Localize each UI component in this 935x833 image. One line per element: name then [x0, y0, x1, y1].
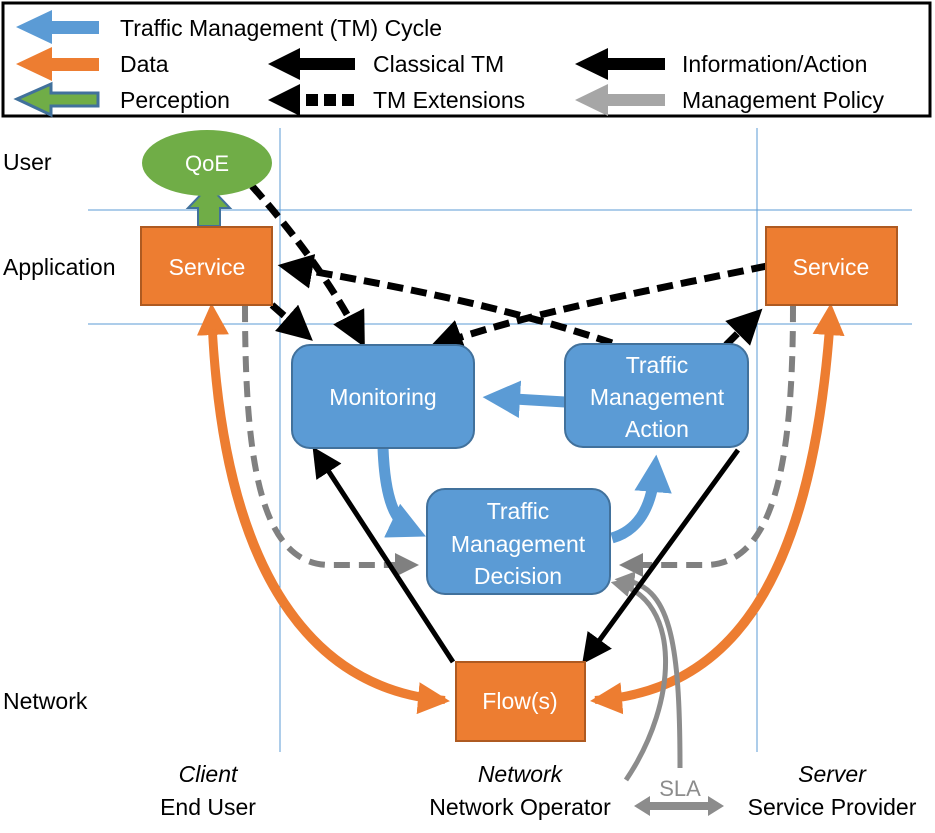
server-service-box	[765, 226, 898, 306]
legend-label-tm-extensions: TM Extensions	[373, 87, 525, 113]
server-service-node[interactable]: Service	[765, 226, 898, 306]
legend-classical-tm-arrow-icon	[268, 48, 355, 80]
ext-arrow-tm-action-to-client-service	[277, 254, 614, 347]
client-service-box	[140, 226, 273, 306]
column-role-server: Server	[798, 761, 867, 787]
data-arrows	[196, 303, 845, 715]
info-arrow-flow-to-monitoring	[312, 446, 456, 664]
tm-action-label-line3: Action	[625, 416, 689, 442]
layer-label-network: Network	[3, 688, 88, 714]
policy-arrow-server-to-decision	[619, 305, 796, 577]
legend-label-classical-tm: Classical TM	[373, 51, 504, 77]
sla-arrow-operator-to-decision	[610, 577, 669, 782]
column-role-client: Client	[179, 761, 239, 787]
layer-label-application: Application	[3, 254, 116, 280]
legend-label-information-action: Information/Action	[682, 51, 867, 77]
tm-action-box	[564, 343, 749, 448]
layer-label-user: User	[3, 149, 52, 175]
legend-label-tm-cycle: Traffic Management (TM) Cycle	[120, 15, 442, 41]
column-role-network: Network	[478, 761, 564, 787]
cycle-arrow-decision-to-action	[610, 454, 672, 544]
tm-extension-arrows	[249, 183, 768, 354]
monitoring-node[interactable]: Monitoring	[291, 344, 475, 449]
tm-decision-node[interactable]: Traffic Management Decision	[426, 488, 611, 595]
legend-tm-extensions-arrow-icon	[268, 84, 354, 116]
legend-label-data: Data	[120, 51, 169, 77]
cycle-arrow-monitoring-to-decision	[377, 447, 426, 538]
tm-decision-label-line3: Decision	[474, 563, 562, 589]
flows-box	[455, 661, 586, 742]
policy-dashed-arrows	[242, 305, 796, 577]
cycle-arrow-action-to-monitoring	[482, 380, 566, 418]
ext-arrow-tm-action-to-server-service	[723, 308, 763, 348]
server-service-label: Service	[793, 254, 870, 280]
column-name-server: Service Provider	[748, 794, 917, 820]
qoe-label: QoE	[185, 151, 229, 176]
ext-arrow-client-service-to-monitoring	[269, 302, 313, 341]
tm-decision-label-line1: Traffic	[487, 498, 550, 524]
tm-action-label-line1: Traffic	[626, 352, 689, 378]
tm-action-label-line2: Management	[590, 384, 725, 410]
legend-tm-cycle-arrow-icon	[16, 10, 99, 44]
legend-management-policy-arrow-icon	[575, 84, 665, 116]
tm-action-node[interactable]: Traffic Management Action	[564, 343, 749, 448]
tm-decision-label-line2: Management	[451, 531, 586, 557]
legend-frame	[1, 1, 932, 118]
qoe-node[interactable]: QoE	[142, 130, 272, 196]
data-arrow-client-service-to-flow	[208, 329, 450, 715]
legend-data-arrow-icon	[16, 47, 99, 81]
classical-tm-arrows	[312, 446, 741, 665]
legend-label-perception: Perception	[120, 87, 230, 113]
monitoring-box	[291, 344, 475, 449]
legend: Traffic Management (TM) Cycle Data Perce…	[1, 1, 932, 118]
sla-double-arrow-icon	[634, 796, 724, 816]
legend-information-action-arrow-icon	[575, 48, 665, 80]
column-name-network: Network Operator	[429, 794, 611, 820]
legend-perception-arrow-icon	[13, 81, 100, 118]
monitoring-label: Monitoring	[329, 384, 436, 410]
ext-arrow-server-service-to-monitoring	[428, 262, 768, 354]
column-name-client: End User	[160, 794, 256, 820]
data-arrow-server-service-to-flow	[590, 329, 834, 715]
client-service-node[interactable]: Service	[140, 226, 273, 306]
action-arrow-tm-action-to-flow	[582, 448, 741, 665]
legend-label-management-policy: Management Policy	[682, 87, 884, 113]
tm-decision-box	[426, 488, 611, 595]
tm-cycle-arrows	[377, 380, 672, 544]
qoe-ellipse	[142, 130, 272, 196]
flows-node[interactable]: Flow(s)	[455, 661, 586, 742]
flows-label: Flow(s)	[482, 688, 557, 714]
client-service-label: Service	[169, 254, 246, 280]
sla-label: SLA	[659, 776, 701, 801]
policy-arrow-client-to-decision	[242, 305, 419, 577]
